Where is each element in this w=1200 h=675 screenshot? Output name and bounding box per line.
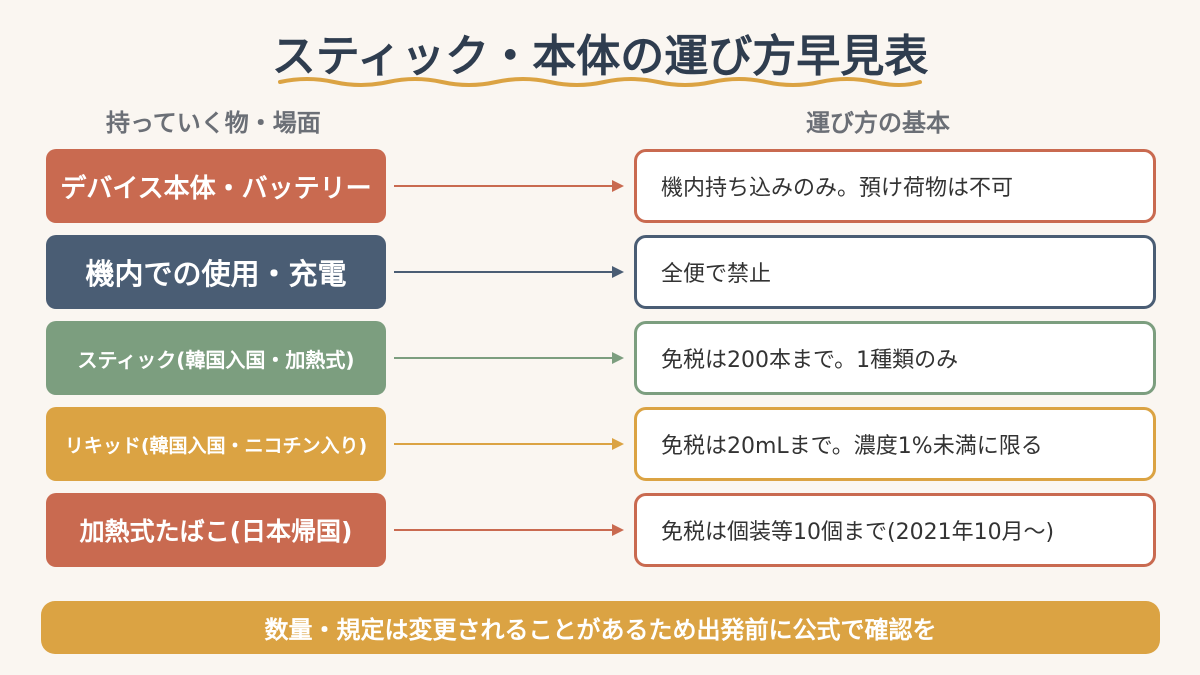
rule-box: 免税は20mLまで。濃度1%未満に限る: [634, 407, 1156, 481]
item-box: デバイス本体・バッテリー: [46, 149, 386, 223]
table-row: 機内での使用・充電 全便で禁止: [0, 235, 1200, 309]
arrow-right-icon: [394, 438, 624, 450]
rule-box: 機内持ち込みのみ。預け荷物は不可: [634, 149, 1156, 223]
table-row: デバイス本体・バッテリー 機内持ち込みのみ。預け荷物は不可: [0, 149, 1200, 223]
item-box: スティック(韓国入国・加熱式): [46, 321, 386, 395]
table-row: リキッド(韓国入国・ニコチン入り) 免税は20mLまで。濃度1%未満に限る: [0, 407, 1200, 481]
arrow-right-icon: [394, 180, 624, 192]
item-box: 加熱式たばこ(日本帰国): [46, 493, 386, 567]
right-column-header: 運び方の基本: [806, 109, 950, 137]
footer-note: 数量・規定は変更されることがあるため出発前に公式で確認を: [41, 601, 1160, 654]
rule-box: 免税は200本まで。1種類のみ: [634, 321, 1156, 395]
rule-box: 全便で禁止: [634, 235, 1156, 309]
rule-box: 免税は個装等10個まで(2021年10月～): [634, 493, 1156, 567]
left-column-header: 持っていく物・場面: [106, 109, 321, 137]
arrow-right-icon: [394, 352, 624, 364]
page-title: スティック・本体の運び方早見表: [271, 31, 929, 82]
arrow-right-icon: [394, 266, 624, 278]
item-box: リキッド(韓国入国・ニコチン入り): [46, 407, 386, 481]
table-row: スティック(韓国入国・加熱式) 免税は200本まで。1種類のみ: [0, 321, 1200, 395]
item-box: 機内での使用・充電: [46, 235, 386, 309]
arrow-right-icon: [394, 524, 624, 536]
table-row: 加熱式たばこ(日本帰国) 免税は個装等10個まで(2021年10月～): [0, 493, 1200, 567]
title-underline: [278, 77, 922, 87]
